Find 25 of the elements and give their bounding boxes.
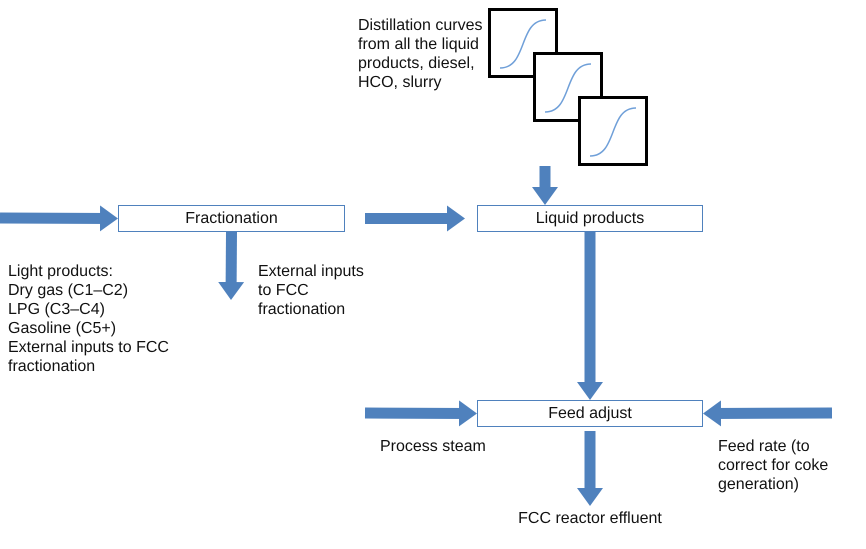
process-box	[477, 400, 703, 427]
box-label: Liquid products	[536, 209, 644, 228]
flow-arrow	[365, 206, 465, 232]
flow-label: External inputs to FCC fractionation	[8, 338, 170, 376]
flow-label: Feed rate (to correct for coke generation)	[718, 437, 830, 494]
flow-arrow	[577, 232, 603, 400]
box-label: Fractionation	[185, 209, 278, 228]
box-label: Feed adjust	[548, 404, 632, 423]
flow-label: Process steam	[380, 437, 487, 456]
flow-arrow	[577, 431, 603, 506]
distillation-curve-plots-drawing	[488, 8, 648, 166]
flow-arrow	[364, 400, 477, 426]
process-box	[477, 205, 703, 232]
flow-label: Light products:	[8, 262, 114, 281]
output-label: FCC reactor effluent	[518, 508, 662, 528]
process-box	[118, 205, 345, 232]
flow-arrow	[0, 205, 118, 232]
flow-label: External inputs to FCC fractionation	[258, 262, 365, 319]
flow-arrow	[703, 400, 832, 426]
flow-arrow	[218, 232, 244, 300]
flow-label: Gasoline (C5+)	[8, 319, 118, 338]
flow-label: LPG (C3–C4)	[8, 300, 106, 319]
flow-label: Dry gas (C1–C2)	[8, 281, 130, 300]
flow-arrow	[532, 166, 558, 205]
caption-text: Distillation curves from all the liquid products, diesel, HCO, slurry	[358, 16, 484, 92]
